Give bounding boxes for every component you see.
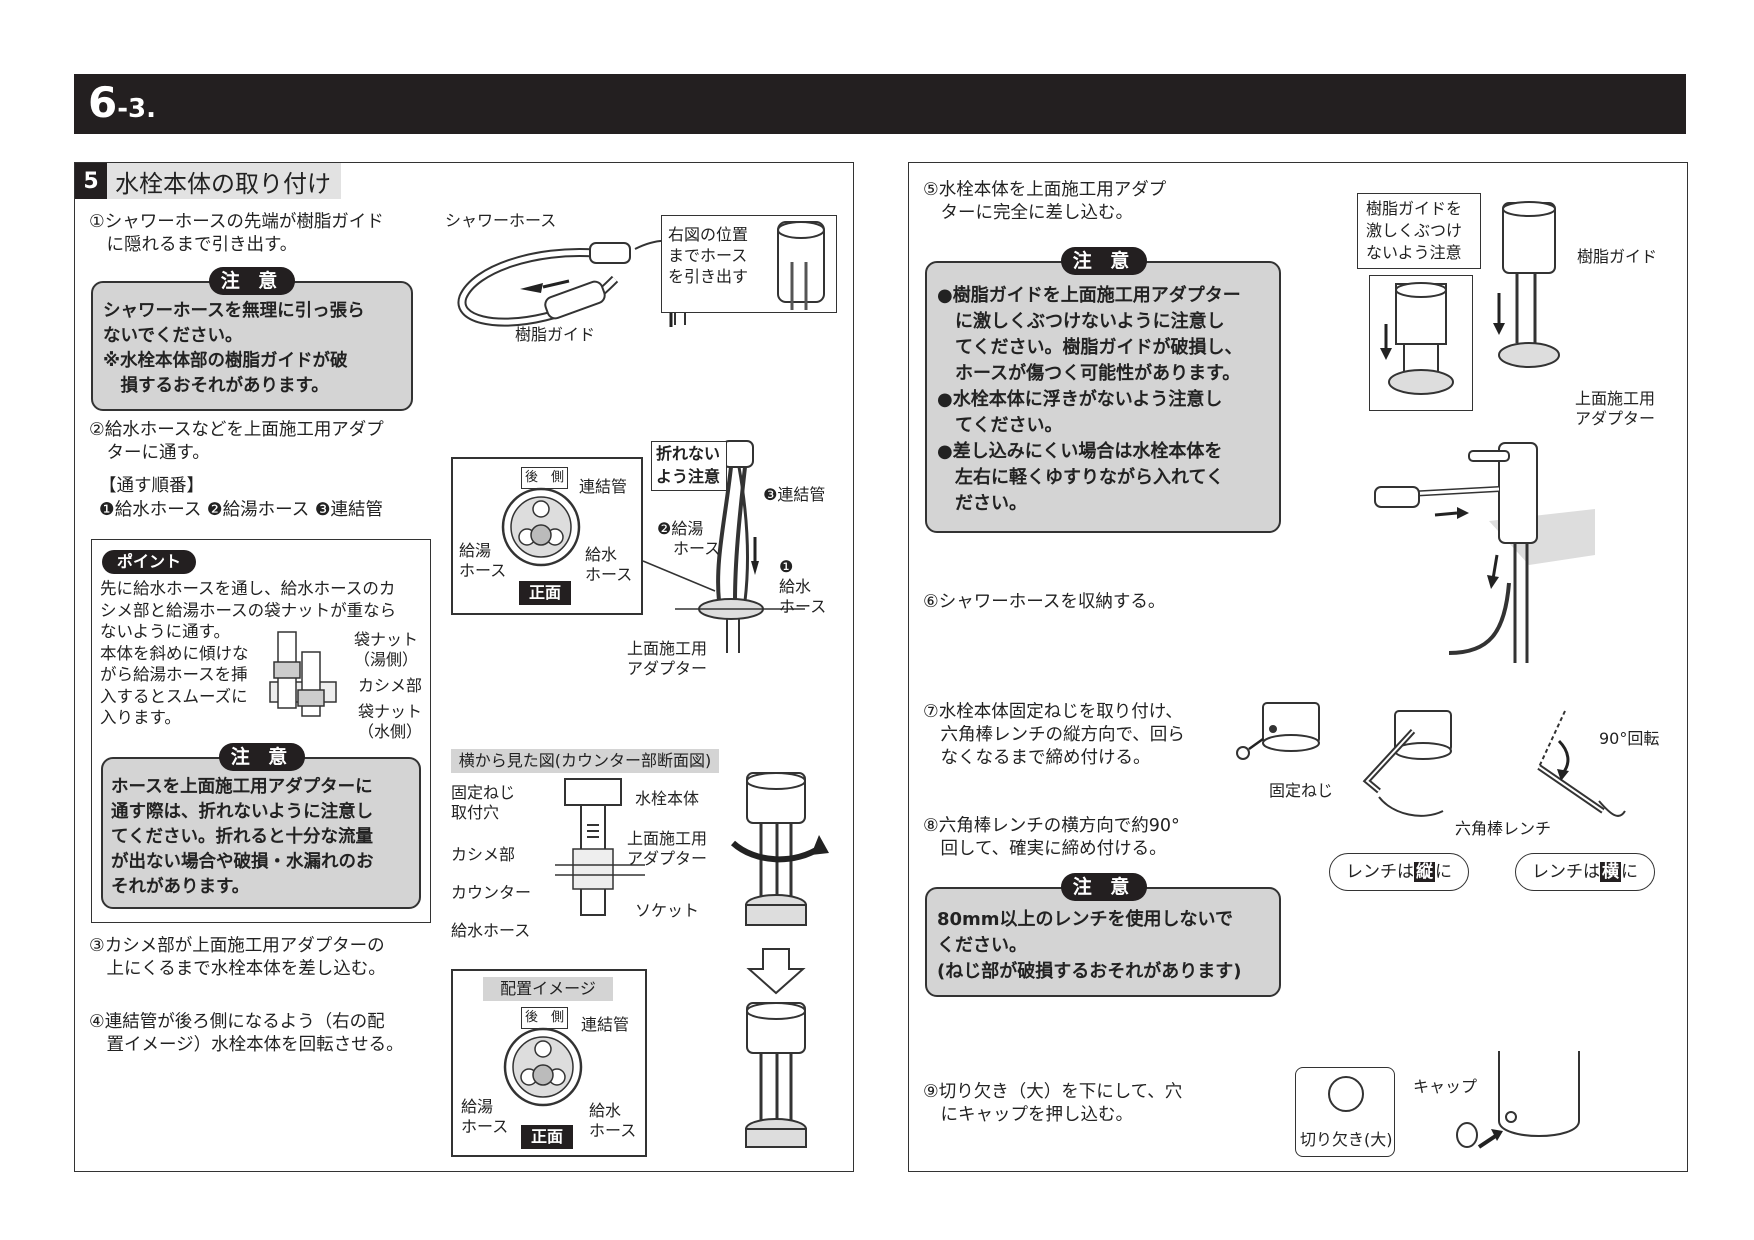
caution-text-5: ●樹脂ガイドを上面施工用アダプター に激しくぶつけないように注意し てください。… <box>937 285 1243 514</box>
section-title-text: 水栓本体の取り付け <box>115 169 331 198</box>
side-body-label: 水栓本体 <box>635 789 700 808</box>
side-hole-label: 固定ねじ 取付穴 <box>451 783 516 822</box>
fig5-note-text: 樹脂ガイドを 激しくぶつけ ないよう注意 <box>1366 199 1463 262</box>
layout-image-title: 配置イメージ <box>483 977 613 1001</box>
caution-text-8: 80mm以上のレンチを使用しないで ください。 (ねじ部が破損するおそれがありま… <box>937 909 1242 982</box>
point-kashime-label: カシメ部 <box>358 676 423 695</box>
step4-text: ④連結管が後ろ側になるよう（右の配 置イメージ）水栓本体を回転させる。 <box>89 1012 404 1055</box>
fig1-shower-hose-label: シャワーホース <box>445 211 557 230</box>
fig9-notch-label: 切り欠き(大) <box>1300 1130 1393 1149</box>
layout-image-box: 配置イメージ 後 側 連結管 給湯 ホース 給水 ホース 正面 <box>451 969 647 1157</box>
fig1-inset-text: 右図の位置 までホース を引き出す <box>668 225 749 286</box>
right-panel: ⑤水栓本体を上面施工用アダプ ターに完全に差し込む。 ●樹脂ガイドを上面施工用ア… <box>908 162 1688 1172</box>
left-panel: 5 水栓本体の取り付け ①シャワーホースの先端が樹脂ガイド に隠れるまで引き出す… <box>74 162 854 1172</box>
kashime-nut-figure <box>269 631 337 717</box>
layout-front-badge: 正面 <box>521 1125 573 1149</box>
fig1-inset-faucet <box>777 221 825 310</box>
caution-box-1: シャワーホースを無理に引っ張ら ないでください。 ※水栓本体部の樹脂ガイドが破 … <box>91 281 413 411</box>
fig2-cold-label: 給水 ホース <box>585 545 633 584</box>
order-title: 【通す順番】 <box>99 476 204 496</box>
layout-circle <box>503 1027 583 1107</box>
fig9-cap-label: キャップ <box>1413 1077 1478 1096</box>
caution-box-8: 80mm以上のレンチを使用しないで ください。 (ねじ部が破損するおそれがありま… <box>925 887 1281 997</box>
step8-text: ⑧六角棒レンチの横方向で約90° 回して、確実に締め付ける。 <box>923 816 1180 859</box>
point-nut-hot-label: 袋ナット （湯側） <box>354 630 419 669</box>
step5-text: ⑤水栓本体を上面施工用アダプ ターに完全に差し込む。 <box>923 180 1167 223</box>
fig5-faucet <box>1493 201 1560 368</box>
point-label: ポイント <box>102 550 196 574</box>
fig2-connect-label: 連結管 <box>579 477 628 496</box>
caution-text-1: シャワーホースを無理に引っ張ら ないでください。 ※水栓本体部の樹脂ガイドが破 … <box>103 301 365 396</box>
side-kashime-label: カシメ部 <box>451 845 516 864</box>
chapter-number: 6-3. <box>88 78 156 127</box>
caution-box-2: ホースを上面施工用アダプターに 通す際は、折れないように注意し てください。折れ… <box>101 757 421 909</box>
step2-text: ②給水ホースなどを上面施工用アダプ ターに通す。 <box>89 420 384 463</box>
layout-hot-label: 給湯 ホース <box>461 1097 509 1136</box>
fig7-rotate-label: 90°回転 <box>1599 729 1660 748</box>
caution-label-8: 注 意 <box>1061 873 1147 901</box>
fig9-cap-circle <box>1328 1076 1364 1112</box>
fig7-wrench-label: 六角棒レンチ <box>1455 819 1552 838</box>
fig5-adapter-label: 上面施工用 アダプター <box>1575 389 1656 428</box>
side-view-figure <box>555 778 645 916</box>
side-counter-label: カウンター <box>451 883 532 902</box>
fig5-guide-label: 樹脂ガイド <box>1577 247 1658 266</box>
fig6-faucet-storage <box>1374 442 1595 663</box>
fig2-step1-label: ❶ 給水 ホース <box>779 557 827 616</box>
point-nut-cold-label: 袋ナット （水側） <box>358 702 423 741</box>
chapter-header-bar: 6-3. <box>74 74 1686 134</box>
fig2-hot-label: 給湯 ホース <box>459 541 507 580</box>
section-title: 5 水栓本体の取り付け <box>75 163 341 199</box>
order-text: ❶給水ホース ❷給湯ホース ❸連結管 <box>99 500 383 520</box>
step6-text: ⑥シャワーホースを収納する。 <box>923 592 1166 612</box>
fig7-screw-label: 固定ねじ <box>1269 781 1334 800</box>
section-number: 5 <box>75 163 107 199</box>
caution-label-1: 注 意 <box>209 267 295 295</box>
dont-bend-box: 折れない よう注意 <box>651 441 727 491</box>
rotation-figure <box>730 772 829 1148</box>
caution-box-5: ●樹脂ガイドを上面施工用アダプター に激しくぶつけないように注意し てください。… <box>925 261 1281 533</box>
fig2-adapter-label: 上面施工用 アダプター <box>627 639 708 678</box>
side-socket-label: ソケット <box>635 901 700 920</box>
side-adapter-label: 上面施工用 アダプター <box>627 829 708 868</box>
step3-text: ③カシメ部が上面施工用アダプターの 上にくるまで水栓本体を差し込む。 <box>89 936 386 979</box>
fig7-wrench-vertical <box>1362 710 1452 817</box>
fig1-resin-guide-label: 樹脂ガイド <box>515 325 596 344</box>
caution-label-5: 注 意 <box>1061 247 1147 275</box>
hose-insertion-figure <box>642 440 805 653</box>
layout-connect-label: 連結管 <box>581 1015 630 1034</box>
fig5-note-box: 樹脂ガイドを 激しくぶつけ ないよう注意 <box>1357 193 1481 269</box>
dont-bend-text: 折れない よう注意 <box>656 444 721 486</box>
fig2-step2-label: ❷給湯 ホース <box>657 519 721 558</box>
fig7-wrench-horizontal <box>1537 710 1626 817</box>
fig2-step3-label: ❸連結管 <box>763 485 826 504</box>
fig1-inset-box: 右図の位置 までホース を引き出す <box>661 215 837 313</box>
caution-label-2: 注 意 <box>219 743 305 771</box>
wrench-vertical-oval: レンチは縦に <box>1329 853 1469 891</box>
caution-text-2: ホースを上面施工用アダプターに 通す際は、折れないように注意し てください。折れ… <box>111 777 374 897</box>
wrench-horizontal-oval: レンチは横に <box>1515 853 1655 891</box>
fig5-detail-box <box>1369 275 1473 411</box>
top-view-circle <box>501 487 581 567</box>
fig9-faucet <box>1456 1051 1580 1149</box>
fig9-cap-box: 切り欠き(大) <box>1295 1067 1395 1157</box>
layout-cold-label: 給水 ホース <box>589 1101 637 1140</box>
side-hose-label: 給水ホース <box>451 921 531 940</box>
top-view-box: 後 側 連結管 給湯 ホース 給水 ホース 正面 <box>451 457 643 615</box>
fig7-screw <box>1236 702 1320 760</box>
point-text: 先に給水ホースを通し、給水ホースのカ シメ部と給湯ホースの袋ナットが重なら ない… <box>100 579 397 727</box>
step9-text: ⑨切り欠き（大）を下にして、穴 にキャップを押し込む。 <box>923 1082 1183 1125</box>
fig5-detail <box>1380 282 1454 395</box>
step1-text: ①シャワーホースの先端が樹脂ガイド に隠れるまで引き出す。 <box>89 212 384 255</box>
side-view-title: 横から見た図(カウンター部断面図) <box>451 749 719 773</box>
front-badge: 正面 <box>519 581 571 605</box>
step7-text: ⑦水栓本体固定ねじを取り付け、 六角棒レンチの縦方向で、回ら なくなるまで締め付… <box>923 702 1185 768</box>
